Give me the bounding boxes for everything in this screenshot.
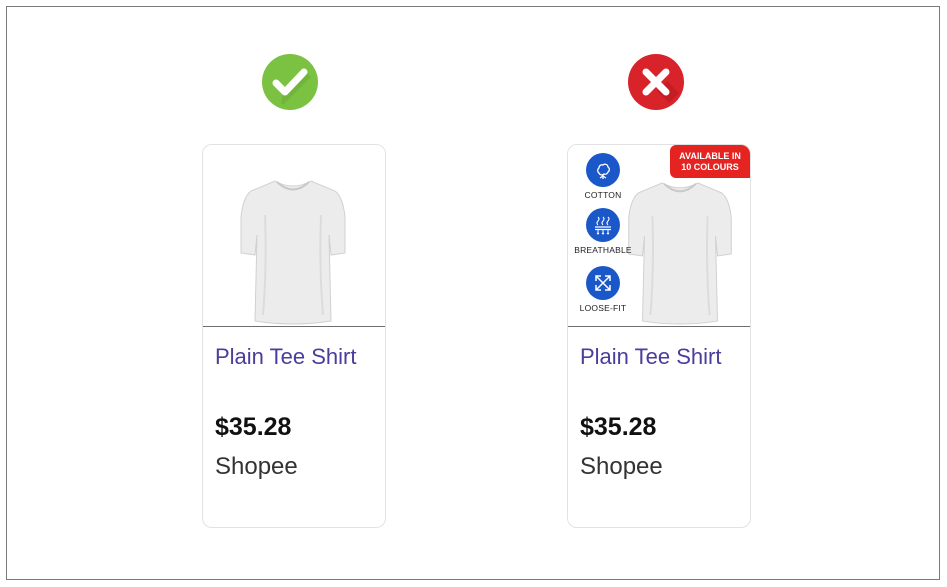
product-card-bad[interactable]: AVAILABLE IN 10 COLOURS COTTON [567, 144, 751, 528]
comparison-frame: Plain Tee Shirt $35.28 Shopee AVAILABLE … [6, 6, 940, 580]
feature-cotton: COTTON [568, 153, 638, 200]
product-title[interactable]: Plain Tee Shirt [215, 344, 357, 369]
feature-label: COTTON [584, 190, 622, 200]
product-price: $35.28 [215, 413, 292, 441]
loose-fit-icon [586, 266, 620, 300]
feature-breathable: BREATHABLE [568, 208, 638, 255]
tshirt-image [628, 182, 732, 325]
product-store: Shopee [580, 453, 663, 480]
feature-loose-fit: LOOSE-FIT [568, 266, 638, 313]
feature-label: BREATHABLE [574, 245, 632, 255]
product-title[interactable]: Plain Tee Shirt [580, 344, 722, 369]
colours-badge: AVAILABLE IN 10 COLOURS [670, 145, 750, 178]
check-icon [261, 53, 319, 111]
cross-icon [627, 53, 685, 111]
product-price: $35.28 [580, 413, 657, 441]
tshirt-image [240, 180, 346, 325]
product-card-good[interactable]: Plain Tee Shirt $35.28 Shopee [202, 144, 386, 528]
badge-line-1: AVAILABLE IN [679, 151, 741, 161]
cotton-icon [586, 153, 620, 187]
badge-line-2: 10 COLOURS [681, 162, 739, 172]
product-image: AVAILABLE IN 10 COLOURS COTTON [568, 145, 750, 327]
feature-label: LOOSE-FIT [579, 303, 627, 313]
breathable-icon [586, 208, 620, 242]
product-image [203, 145, 385, 327]
product-store: Shopee [215, 453, 298, 480]
